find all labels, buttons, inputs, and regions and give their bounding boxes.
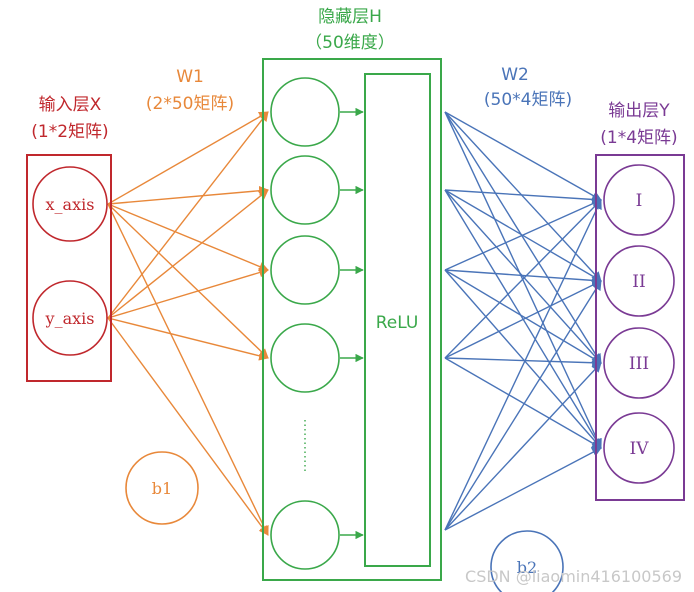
w2-edge-16 <box>444 357 602 449</box>
w2-edge-4 <box>444 111 602 449</box>
bias-b1-node <box>125 451 199 525</box>
w1-edge-2 <box>107 185 269 205</box>
hidden-node-2 <box>270 155 340 225</box>
input-node-x-axis <box>32 166 108 242</box>
w2-edge-11 <box>444 269 602 364</box>
output-node-1-label: I <box>636 191 643 211</box>
w2-edge-7 <box>444 189 602 364</box>
w2-edge-17 <box>444 199 602 531</box>
w1-edge-6 <box>107 111 269 319</box>
hidden-layer-title: 隐藏层H <box>318 7 382 27</box>
output-node-2-label: II <box>632 272 645 292</box>
w2-edge-10 <box>444 269 602 286</box>
input-node-y-axis <box>32 280 108 356</box>
w1-edge-1 <box>107 111 269 205</box>
output-node-3-label: III <box>629 354 649 374</box>
w1-subtitle: (2*50矩阵) <box>146 94 234 114</box>
w2-edge-2 <box>444 111 602 282</box>
w1-edge-5 <box>107 203 269 536</box>
w1-edge-8 <box>107 267 269 319</box>
w1-connection-group <box>107 111 269 536</box>
watermark-text: CSDN @liaomin416100569 <box>465 567 682 586</box>
output-layer-subtitle: (1*4矩阵) <box>600 128 677 148</box>
w2-title: W2 <box>501 65 529 85</box>
w1-edge-9 <box>107 317 269 361</box>
w1-edge-10 <box>107 317 269 536</box>
w2-edge-1 <box>444 111 602 201</box>
w2-edge-9 <box>444 199 602 271</box>
hidden-node-3 <box>270 235 340 305</box>
input-layer-subtitle: (1*2矩阵) <box>31 122 108 142</box>
bias-b2-label: b2 <box>517 558 537 577</box>
hidden-layer-box <box>262 58 442 581</box>
w2-edge-15 <box>444 357 602 368</box>
w1-edge-7 <box>107 189 269 319</box>
output-node-4-label: IV <box>630 439 650 459</box>
relu-box <box>364 73 431 567</box>
w2-connection-group <box>444 111 602 531</box>
output-layer-box <box>595 154 685 501</box>
output-layer-title: 输出层Y <box>608 101 670 121</box>
hidden-node-group <box>270 77 340 570</box>
w2-edge-13 <box>444 199 602 359</box>
w2-edge-18 <box>444 280 602 531</box>
w1-edge-3 <box>107 203 269 272</box>
w1-title: W1 <box>176 67 204 87</box>
output-node-3 <box>603 327 675 399</box>
w2-edge-20 <box>444 447 602 531</box>
input-node-x-axis-label: x_axis <box>46 195 95 214</box>
hidden-layer-subtitle: （50维度） <box>305 33 395 53</box>
input-node-y-axis-label: y_axis <box>45 309 95 328</box>
hidden-node-5 <box>270 500 340 570</box>
output-node-1 <box>603 164 675 236</box>
w2-edge-5 <box>444 189 602 205</box>
bias-b2-node <box>490 530 564 592</box>
relu-label: ReLU <box>376 313 419 333</box>
hidden-node-4 <box>270 323 340 393</box>
w2-edge-12 <box>444 269 602 449</box>
output-node-4 <box>603 412 675 484</box>
w2-edge-3 <box>444 111 602 364</box>
w1-edge-4 <box>107 203 269 359</box>
w2-edge-19 <box>444 362 602 531</box>
hidden-node-1 <box>270 77 340 147</box>
w2-edge-14 <box>444 280 602 359</box>
input-layer-box <box>26 154 112 382</box>
w2-subtitle: (50*4矩阵) <box>484 90 572 110</box>
relu-connection-group <box>340 107 364 540</box>
bias-b1-label: b1 <box>152 479 172 498</box>
input-layer-title: 输入层X <box>39 95 102 115</box>
output-node-2 <box>603 245 675 317</box>
